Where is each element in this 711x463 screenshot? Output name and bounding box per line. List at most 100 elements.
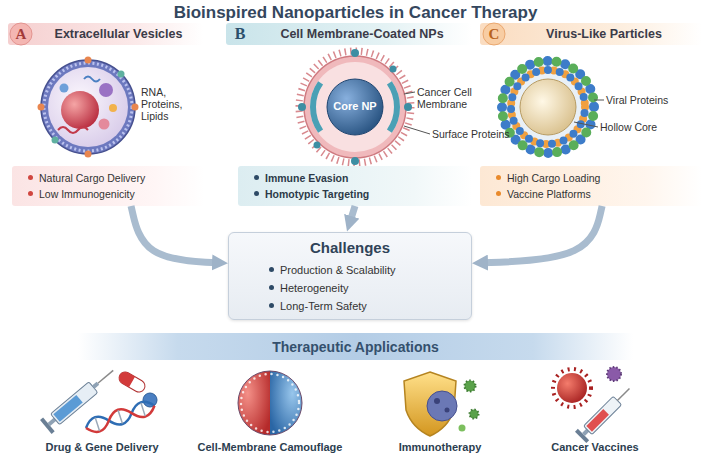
plunger-cap bbox=[575, 429, 589, 443]
feature-item: High Cargo Loading bbox=[496, 170, 702, 186]
syringe-barrel bbox=[51, 382, 98, 425]
needle bbox=[98, 370, 113, 383]
membrane-label: Cancer Cell Membrane bbox=[417, 86, 489, 110]
panel-badge: A bbox=[9, 22, 33, 46]
surface-protein bbox=[351, 49, 359, 57]
panel-letter: B bbox=[235, 25, 246, 43]
feature-box: Immune EvasionHomotypic Targeting bbox=[238, 166, 472, 206]
feature-item: Homotypic Targeting bbox=[254, 186, 472, 202]
dna-rung bbox=[118, 410, 122, 423]
cell-spot bbox=[434, 398, 440, 404]
membrane-protein bbox=[132, 104, 139, 111]
leader-line bbox=[594, 100, 604, 101]
challenge-item: Long-Term Safety bbox=[269, 297, 471, 315]
rna-strand bbox=[58, 127, 88, 133]
panel-letter: C bbox=[489, 26, 500, 43]
protein-cargo bbox=[99, 83, 113, 97]
feature-box: High Cargo LoadingVaccine Platforms bbox=[480, 166, 702, 206]
feature-box: Natural Cargo DeliveryLow Immunogenicity bbox=[12, 166, 204, 206]
membrane-protein bbox=[118, 71, 125, 78]
panel-badge: C bbox=[482, 22, 506, 46]
surface-protein bbox=[404, 103, 412, 111]
challenge-item: Production & Scalability bbox=[269, 261, 471, 279]
capsid-proteins bbox=[511, 70, 585, 144]
lipid-cargo bbox=[109, 104, 117, 112]
virus-like-particle bbox=[502, 61, 604, 153]
dna-strand bbox=[84, 399, 157, 436]
leader-line bbox=[404, 126, 430, 134]
box-heading: Challenges bbox=[229, 239, 471, 256]
protein-cargo bbox=[60, 84, 69, 93]
dna-strand bbox=[84, 399, 157, 436]
drug-gene-icon bbox=[40, 364, 157, 436]
surface-dots bbox=[241, 374, 299, 432]
camouflage-half bbox=[238, 371, 270, 435]
capsid-proteins bbox=[511, 70, 585, 144]
immune-cell bbox=[427, 391, 457, 421]
surface-spikes bbox=[299, 51, 411, 163]
section-band: Therapeutic Applications bbox=[78, 333, 633, 360]
feature-item: Natural Cargo Delivery bbox=[28, 170, 204, 186]
diagram-title: Bioinspired Nanoparticles in Cancer Ther… bbox=[0, 3, 711, 23]
vesicle-membrane bbox=[41, 60, 135, 154]
leader-line bbox=[574, 122, 598, 127]
cell-membrane bbox=[304, 56, 406, 158]
capsid-proteins bbox=[502, 61, 594, 153]
protein-label: Viral Proteins bbox=[606, 94, 701, 106]
application-caption: Cancer Vaccines bbox=[515, 441, 675, 453]
virus-particle bbox=[470, 410, 479, 419]
feature-item: Low Immunogenicity bbox=[28, 186, 204, 202]
vesicle-lumen bbox=[48, 67, 128, 147]
application-caption: Cell-Membrane Camouflage bbox=[180, 441, 360, 453]
panel-header: Cell Membrane-Coated NPs B bbox=[226, 23, 472, 45]
lipid-bilayer bbox=[389, 83, 397, 131]
capsule-half bbox=[117, 370, 135, 387]
extracellular-vesicle bbox=[38, 57, 139, 158]
band-heading: Therapeutic Applications bbox=[272, 339, 439, 355]
panel-letter: A bbox=[16, 26, 27, 43]
syringe-barrel bbox=[583, 396, 621, 434]
membrane-protein bbox=[52, 137, 59, 144]
feature-item: Immune Evasion bbox=[254, 170, 472, 186]
surface-protein bbox=[351, 157, 359, 165]
camouflage-half bbox=[270, 371, 302, 435]
membrane-protein bbox=[38, 104, 45, 111]
leader-line bbox=[404, 92, 415, 94]
dna-rung bbox=[141, 403, 145, 416]
lipid-heads bbox=[44, 63, 132, 151]
capsule-icon bbox=[117, 370, 147, 394]
flow-arrow bbox=[482, 206, 602, 263]
capsid-background bbox=[502, 61, 594, 153]
virus-particle bbox=[465, 381, 476, 392]
surface-protein bbox=[314, 142, 321, 149]
membrane-coated-nanoparticle bbox=[298, 49, 430, 165]
cell-spot bbox=[445, 408, 450, 413]
cargo-label: RNA, Proteins, Lipids bbox=[141, 86, 193, 122]
surface-protein bbox=[298, 103, 306, 111]
header-text: Extracellular Vesicles bbox=[55, 27, 183, 41]
virus-body bbox=[557, 373, 587, 403]
protein-cargo bbox=[99, 119, 110, 130]
dna-rung bbox=[95, 418, 99, 431]
challenge-item: Heterogeneity bbox=[269, 279, 471, 297]
virus-spikes bbox=[553, 369, 591, 407]
core-label: Hollow Core bbox=[600, 121, 695, 133]
panel-header: Virus-Like ParticlesC bbox=[480, 23, 702, 45]
membrane-inner bbox=[310, 62, 400, 152]
lipid-bilayer bbox=[313, 83, 321, 131]
syringe-icon bbox=[575, 383, 635, 443]
membrane-protein bbox=[85, 57, 92, 64]
capsid-proteins bbox=[502, 61, 594, 153]
capsule-half bbox=[117, 370, 147, 394]
header-text: Cell Membrane-Coated NPs bbox=[280, 27, 443, 41]
application-caption: Immunotherapy bbox=[365, 441, 515, 453]
surface-protein bbox=[390, 66, 397, 73]
core-label: Core NP bbox=[325, 100, 385, 112]
feature-item: Vaccine Platforms bbox=[496, 186, 702, 202]
camouflage-icon bbox=[238, 371, 302, 435]
camouflage-outline bbox=[238, 371, 302, 435]
flow-arrow bbox=[350, 206, 355, 222]
rna-strand bbox=[84, 77, 100, 82]
panel-header: Extracellular Vesicles A bbox=[8, 23, 203, 45]
